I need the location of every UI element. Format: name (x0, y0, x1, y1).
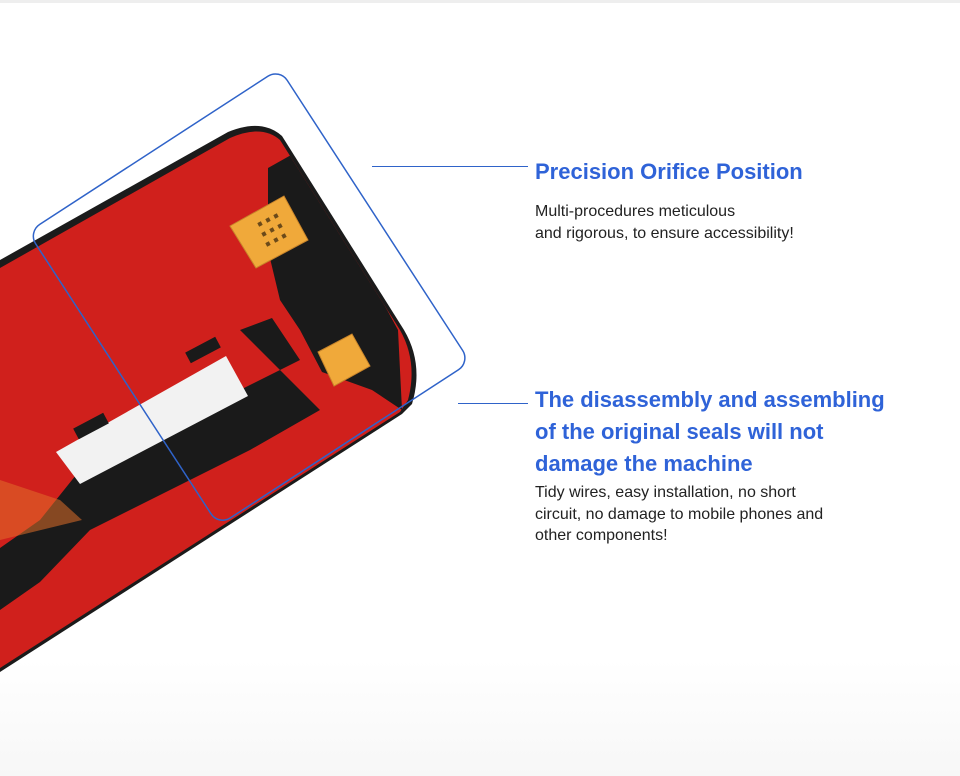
feature-original-seals: The disassembly and assembling of the or… (535, 384, 945, 547)
feature-description: Multi-procedures meticulous and rigorous… (535, 201, 945, 244)
feature-orifice-position: Precision Orifice Position Multi-procedu… (535, 156, 945, 244)
callout-line-orifice (372, 166, 528, 167)
orange-flex-connector (229, 195, 309, 269)
top-divider (0, 0, 960, 3)
feature-text-line: and rigorous, to ensure accessibility! (535, 224, 794, 242)
feature-title-line: of the original seals will not (535, 419, 824, 444)
feature-description: Tidy wires, easy installation, no short … (535, 482, 945, 547)
feature-text-line: other components! (535, 527, 668, 544)
feature-title-line: Precision Orifice Position (535, 159, 803, 184)
callout-line-seals (458, 403, 528, 404)
orange-flex-connector (317, 333, 371, 387)
highlight-frame (32, 73, 466, 521)
feature-title: Precision Orifice Position (535, 156, 945, 188)
orange-film-edge (0, 480, 82, 540)
white-ribbon-stripe (56, 356, 248, 484)
black-tab (185, 336, 221, 364)
black-chip-region (268, 150, 402, 410)
black-tab (73, 412, 109, 440)
feature-text-line: Tidy wires, easy installation, no short (535, 484, 796, 501)
feature-title: The disassembly and assembling of the or… (535, 384, 945, 480)
feature-title-line: damage the machine (535, 451, 753, 476)
feature-text-line: circuit, no damage to mobile phones and (535, 505, 824, 523)
connector-pins (257, 213, 287, 247)
feature-title-line: The disassembly and assembling (535, 387, 885, 412)
feature-text-line: Multi-procedures meticulous (535, 203, 736, 220)
